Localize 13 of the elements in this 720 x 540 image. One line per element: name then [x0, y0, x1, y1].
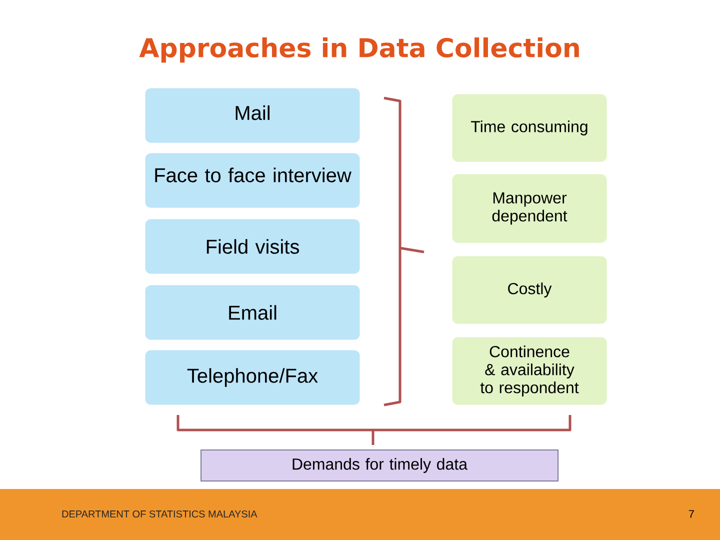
- outcome-box: Demands for timely data: [200, 450, 558, 482]
- method-box: Telephone/Fax: [144, 350, 360, 406]
- method-box: Field visits: [144, 218, 360, 274]
- title: Approaches in Data Collection: [139, 37, 579, 63]
- issue-box: Time consuming: [452, 94, 608, 162]
- issue-box: Manpower dependent: [452, 174, 608, 244]
- method-box: Email: [144, 284, 360, 340]
- method-box: Face to face interview: [144, 152, 360, 208]
- issue-box: Continence & availability to respondent: [452, 336, 608, 406]
- page-number: 7: [688, 510, 694, 518]
- issue-box: Costly: [452, 256, 608, 324]
- method-box: Mail: [144, 88, 360, 144]
- footer-text: DEPARTMENT OF STATISTICS MALAYSIA: [62, 510, 258, 518]
